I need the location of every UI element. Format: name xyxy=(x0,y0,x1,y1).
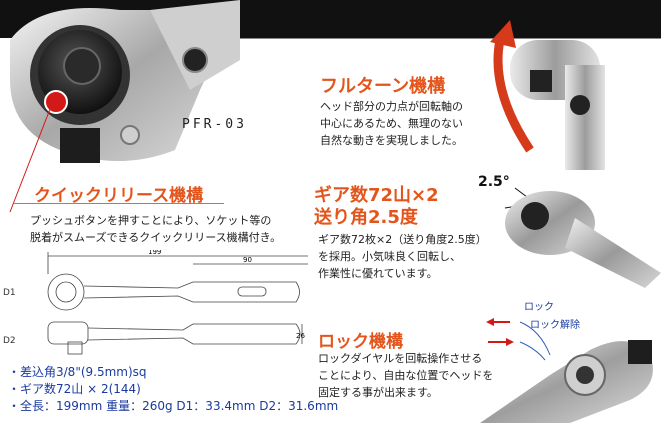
gear-title-line1: ギア数72山×2 xyxy=(314,185,439,206)
full-turn-desc-1: ヘッド部分の力点が回転軸の xyxy=(320,100,463,113)
full-turn-desc-2: 中心にあるため、無理のない xyxy=(320,117,463,130)
gear-title-line2: 送り角2.5度 xyxy=(314,207,418,228)
spec-dimensions: ・全長：199mm 重量：260g D1：33.4mm D2：31.6mm xyxy=(8,399,339,413)
full-turn-photo xyxy=(490,20,605,170)
quick-release-desc-2: 脱着がスムーズできるクイックリリース機構付き。 xyxy=(30,231,282,244)
full-turn-desc-3: 自然な動きを実現しました。 xyxy=(320,134,463,147)
gear-desc-1: ギア数72枚×2（送り角度2.5度） xyxy=(318,233,487,246)
dimension-d2-label: D2 xyxy=(3,336,16,346)
gear-photo xyxy=(504,187,661,288)
svg-text:26: 26 xyxy=(296,332,305,340)
accent-line xyxy=(230,38,661,39)
lock-photo xyxy=(480,318,653,423)
unlock-label: ロック解除 xyxy=(530,320,580,331)
lock-desc-2: ことにより、自由な位置でヘッドを xyxy=(318,369,494,382)
callout-line xyxy=(9,103,53,213)
full-turn-title: フルターン機構 xyxy=(320,76,446,97)
quick-release-desc-1: プッシュボタンを押すことにより、ソケット等の xyxy=(30,214,272,227)
lock-label: ロック xyxy=(524,302,554,313)
spec-gear: ・ギア数72山 × 2(144) xyxy=(8,382,141,396)
gear-angle-label: 2.5° xyxy=(478,174,510,190)
model-number: PFR-03 xyxy=(182,117,247,132)
technical-drawing: 199 90 26 xyxy=(47,250,308,355)
gear-desc-2: を採用。小気味良く回転し、 xyxy=(318,250,461,263)
lock-desc-1: ロックダイヤルを回転操作させる xyxy=(318,352,483,365)
ratchet-head-photo xyxy=(10,0,240,163)
red-dot-marker xyxy=(44,90,68,114)
lock-title: ロック機構 xyxy=(318,332,403,352)
gear-desc-3: 作業性に優れています。 xyxy=(318,267,438,280)
lock-desc-3: 固定する事が出来ます。 xyxy=(318,386,438,399)
quick-release-underline xyxy=(14,203,224,204)
svg-text:90: 90 xyxy=(243,256,252,264)
quick-release-title: クイックリリース機構 xyxy=(34,186,204,206)
dimension-d1-label: D1 xyxy=(3,288,16,298)
spec-drive: ・差込角3/8"(9.5mm)sq xyxy=(8,365,147,379)
svg-text:199: 199 xyxy=(148,250,161,256)
